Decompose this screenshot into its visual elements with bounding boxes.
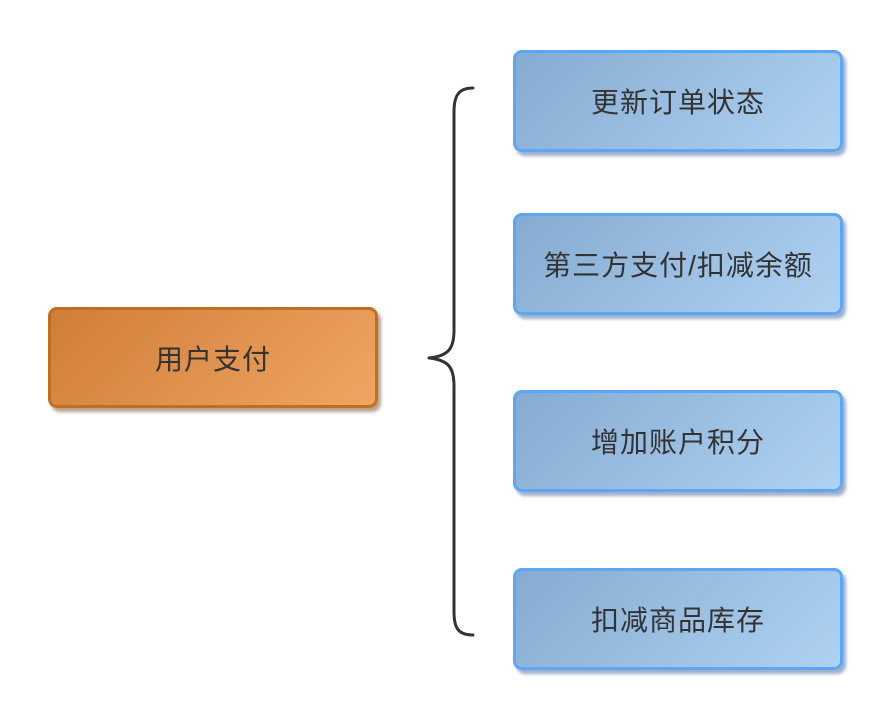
node-add-account-points: 增加账户积分	[513, 390, 843, 492]
node-update-order-status-label: 更新订单状态	[590, 87, 765, 118]
node-update-order-status: 更新订单状态	[513, 50, 843, 152]
node-third-party-payment: 第三方支付/扣减余额	[513, 213, 843, 315]
node-add-account-points-label: 增加账户积分	[590, 427, 765, 458]
node-deduct-inventory: 扣减商品库存	[513, 568, 843, 670]
node-user-payment-label: 用户支付	[154, 343, 271, 375]
node-third-party-payment-label: 第三方支付/扣减余额	[543, 250, 813, 281]
node-user-payment: 用户支付	[48, 307, 378, 408]
node-deduct-inventory-label: 扣减商品库存	[590, 605, 765, 636]
curly-brace-path	[427, 86, 475, 637]
